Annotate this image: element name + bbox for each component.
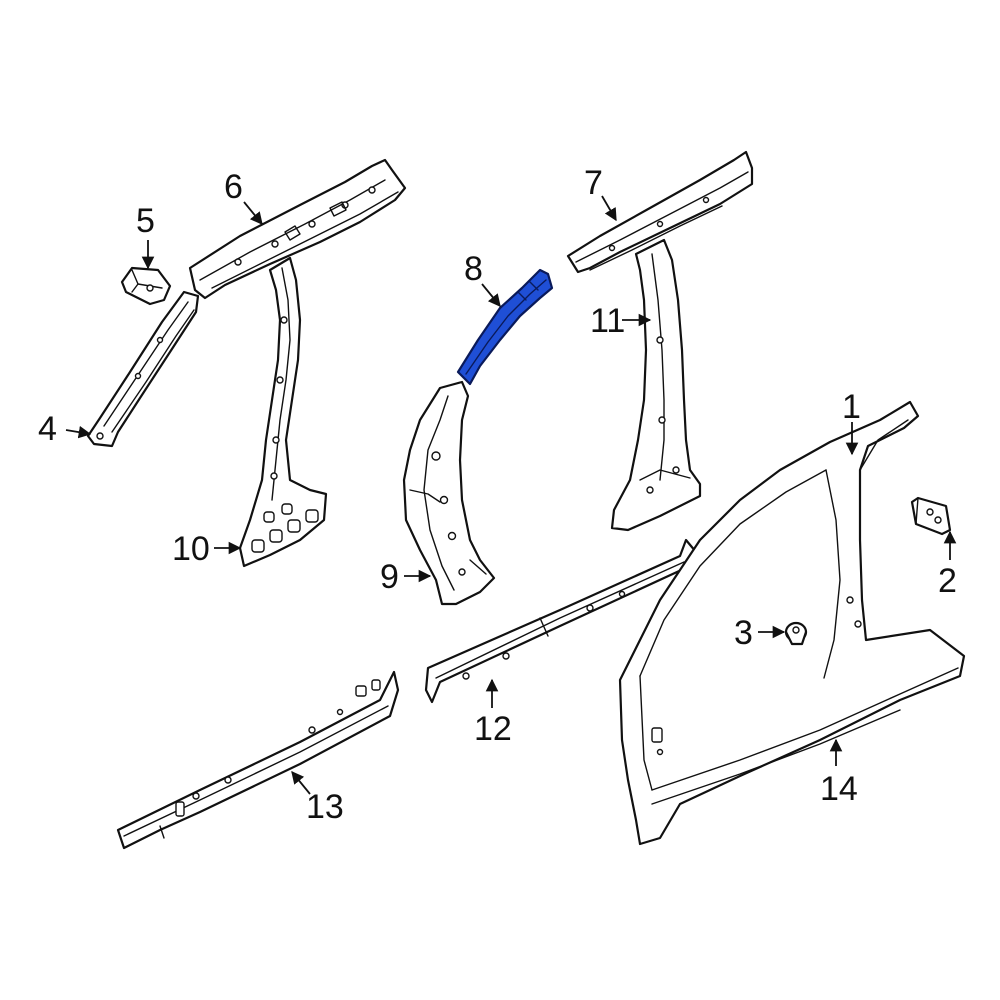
- leader-4: [65, 425, 92, 439]
- callout-8: 8: [464, 250, 483, 288]
- leader-8: [481, 283, 501, 307]
- part-9-pillar-lower[interactable]: [402, 380, 496, 606]
- part-2-bracket[interactable]: [910, 496, 952, 536]
- part-3-clip[interactable]: [784, 621, 808, 646]
- callout-12: 12: [474, 710, 512, 748]
- leader-7: [601, 195, 617, 222]
- part-8-pillar-reinforcement-highlighted[interactable]: [456, 268, 554, 386]
- part-13-rocker-inner[interactable]: [116, 670, 400, 850]
- part-12-rocker-reinforcement[interactable]: [424, 538, 698, 704]
- callout-2: 2: [938, 562, 957, 600]
- callout-4: 4: [38, 410, 57, 448]
- callout-3: 3: [734, 614, 753, 652]
- callout-9: 9: [380, 558, 399, 596]
- part-11-pillar-inner-rear[interactable]: [610, 238, 702, 532]
- part-5-bracket[interactable]: [120, 266, 172, 306]
- part-7-roof-rail-rear[interactable]: [566, 150, 754, 274]
- callout-7: 7: [584, 164, 603, 202]
- part-6-roof-rail-reinforcement[interactable]: [188, 158, 407, 300]
- callout-5: 5: [136, 202, 155, 240]
- callout-1: 1: [842, 388, 861, 426]
- callout-10: 10: [172, 530, 210, 568]
- part-4-pillar-upper[interactable]: [86, 290, 200, 448]
- callout-11: 11: [590, 302, 625, 340]
- callout-13: 13: [306, 788, 344, 826]
- leader-6: [243, 201, 263, 225]
- leader-13: [291, 771, 311, 795]
- callout-14: 14: [820, 770, 858, 808]
- part-10-pillar-inner[interactable]: [238, 256, 328, 568]
- callout-6: 6: [224, 168, 243, 206]
